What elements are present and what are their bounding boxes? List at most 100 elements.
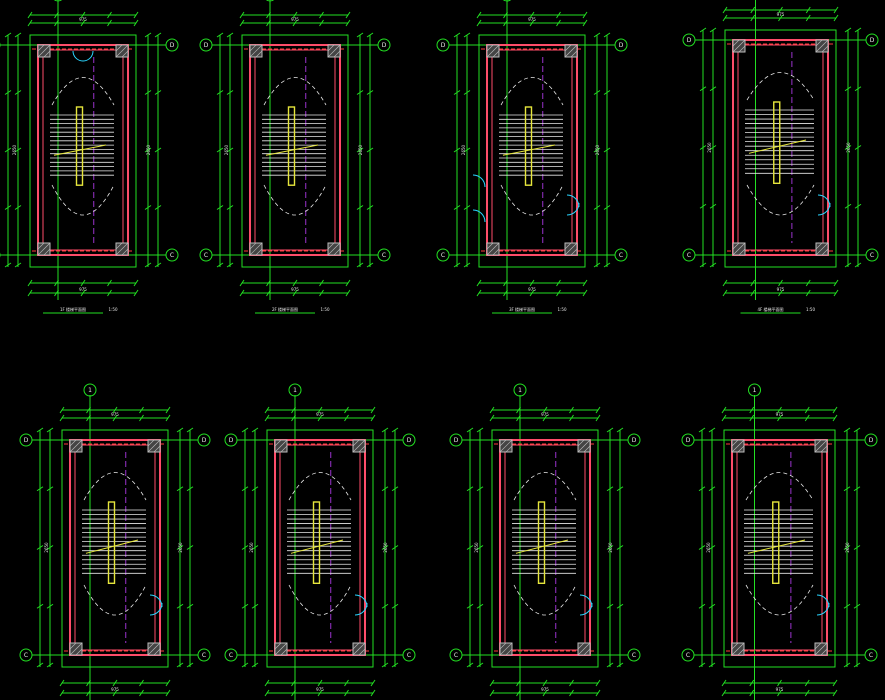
dim-tick	[453, 262, 461, 268]
dim-tick	[556, 11, 561, 19]
dim-tick	[843, 427, 851, 433]
dim-tick	[139, 406, 144, 414]
column-hatch	[280, 445, 288, 453]
column-hatch	[327, 242, 341, 256]
dim-text-top: 975	[776, 412, 784, 417]
grid-bubble-label: D	[454, 437, 459, 444]
column-hatch	[738, 248, 746, 256]
dim-text-bottom: 975	[291, 287, 299, 292]
column-hatch	[492, 50, 500, 58]
column-hatch	[43, 50, 51, 58]
dim-tick	[616, 662, 624, 668]
dim-tick	[616, 486, 624, 492]
dim-tick	[698, 427, 706, 433]
door-swing-left	[472, 174, 486, 188]
grid-bubble	[377, 38, 391, 52]
dim-tick	[345, 279, 351, 287]
dim-tick	[489, 679, 495, 687]
column-hatch	[358, 445, 366, 453]
dim-text-left: 2650	[461, 144, 466, 155]
dim-tick	[804, 679, 810, 687]
grid-bubble-label: 1	[293, 387, 297, 394]
dim-tick	[80, 279, 86, 287]
dim-tick	[345, 11, 351, 19]
dim-tick	[381, 545, 389, 550]
dim-tick	[107, 289, 112, 297]
dim-tick	[708, 545, 716, 550]
axis-bubble-D-left: D	[681, 433, 695, 447]
dim-tick	[14, 32, 22, 38]
dim-text-left: 2650	[706, 542, 711, 553]
axis-bubble-C-right: C	[402, 648, 416, 662]
dim-tick	[582, 279, 588, 287]
dim-tick	[529, 289, 535, 297]
grid-bubble	[865, 248, 879, 262]
landing-arc-top	[288, 472, 352, 501]
grid-bubble	[436, 38, 450, 52]
dim-tick	[241, 662, 249, 668]
grid-bubble	[748, 383, 761, 397]
dim-tick	[853, 603, 861, 609]
dim-text-bottom: 975	[111, 687, 119, 692]
grid-bubble	[513, 383, 527, 397]
door-swing	[566, 202, 580, 216]
dim-tick	[366, 90, 374, 95]
dim-tick	[133, 289, 139, 297]
dim-tick	[778, 14, 783, 22]
grid-bubble	[199, 38, 213, 52]
dim-tick	[833, 279, 839, 287]
dim-tick	[36, 603, 44, 609]
column-hatch	[249, 242, 263, 256]
dim-tick	[466, 545, 474, 550]
dim-tick	[216, 32, 224, 38]
axis-bubble-C-left: C	[682, 248, 696, 262]
dim-tick	[832, 406, 838, 414]
wall-outer	[499, 439, 591, 656]
landing-arc-bottom	[745, 584, 814, 616]
dim-tick	[777, 679, 782, 687]
column-hatch	[570, 50, 578, 58]
dim-tick	[582, 11, 588, 19]
direction-line	[515, 539, 569, 554]
dim-tick	[453, 147, 461, 153]
dim-tick	[593, 205, 601, 210]
dim-tick	[721, 679, 727, 687]
dim-tick	[356, 147, 364, 153]
column-hatch	[731, 439, 739, 447]
column-hatch	[814, 439, 822, 447]
dim-text-bottom: 975	[528, 287, 536, 292]
dim-tick	[453, 90, 461, 95]
dim-tick	[370, 689, 376, 697]
grid-bubble-label: C	[382, 252, 386, 259]
dim-tick	[251, 486, 259, 492]
grid-bubble	[682, 33, 696, 47]
dim-text-top: 975	[528, 17, 536, 22]
dim-tick	[36, 486, 44, 492]
dim-tick	[476, 427, 484, 433]
column-hatch	[731, 439, 745, 453]
dim-tick	[356, 90, 364, 95]
grid-bubble-label: 1	[88, 387, 92, 394]
dim-tick	[616, 603, 624, 609]
dim-tick	[804, 406, 810, 414]
dim-tick	[529, 279, 535, 287]
column-hatch	[75, 445, 83, 453]
dim-tick	[606, 603, 614, 609]
dim-tick	[709, 203, 717, 209]
dim-tick	[112, 406, 118, 414]
dim-tick	[777, 414, 782, 422]
dim-tick	[699, 86, 707, 92]
axis-bubble-1: 1	[502, 0, 512, 2]
dim-tick	[133, 11, 139, 19]
dim-tick	[356, 262, 364, 268]
dim-text-right: 2650	[608, 542, 613, 553]
dim-tick	[139, 679, 144, 687]
dim-tick	[154, 262, 162, 268]
grid-bubble	[614, 248, 628, 262]
axis-bubble-C-right: C	[864, 648, 878, 662]
dim-tick	[708, 486, 716, 492]
axis-bubble-D-right: D	[402, 433, 416, 447]
dim-tick	[366, 32, 374, 38]
